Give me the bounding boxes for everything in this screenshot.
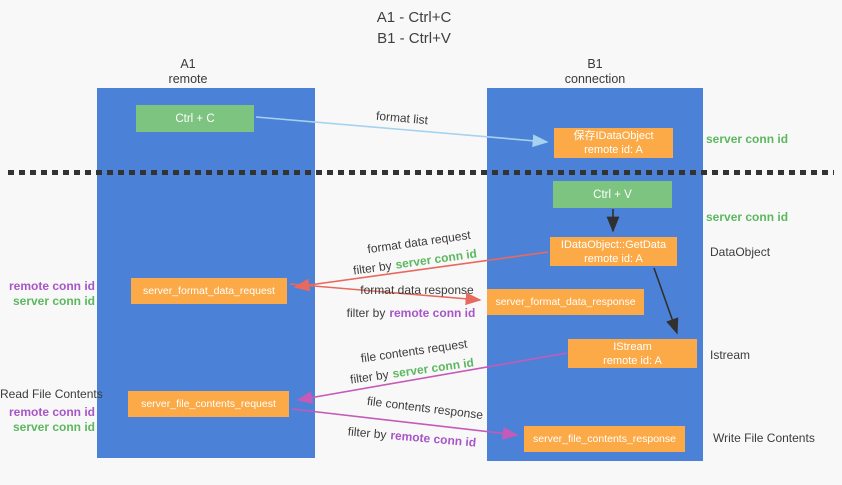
remote-conn-id-text: remote conn id [389, 306, 476, 320]
lane-b-header: B1 connection [545, 57, 645, 87]
node-ctrl-v: Ctrl + V [553, 181, 672, 208]
left-server-conn-id-bottom: server conn id [12, 420, 95, 434]
node-save-idataobject-line1: 保存IDataObject [573, 130, 654, 142]
node-ctrl-v-label: Ctrl + V [593, 188, 632, 201]
node-ctrl-c-label: Ctrl + C [175, 112, 215, 125]
right-server-conn-id-top: server conn id [706, 132, 789, 146]
diagram-title: A1 - Ctrl+C B1 - Ctrl+V [314, 7, 514, 49]
node-server-format-data-request: server_format_data_request [131, 278, 287, 304]
node-getdata-line2: remote id: A [584, 252, 643, 265]
lane-b-role: connection [564, 72, 626, 86]
node-istream-line1: IStream [613, 340, 652, 353]
left-server-conn-id-top: server conn id [12, 294, 95, 308]
node-server-format-data-response: server_format_data_response [487, 289, 644, 315]
right-server-conn-id-mid: server conn id [706, 210, 789, 224]
left-remote-conn-id-bottom: remote conn id [8, 405, 95, 419]
lane-a-name: A1 [180, 57, 196, 71]
node-format-request-label: server_format_data_request [143, 285, 275, 297]
lane-a-role: remote [168, 72, 208, 86]
lane-b-name: B1 [587, 57, 603, 71]
format-list-arrow [255, 116, 549, 148]
node-istream: IStream remote id: A [568, 339, 697, 368]
write-file-contents-label: Write File Contents [713, 431, 815, 445]
node-file-response-label: server_file_contents_response [532, 433, 676, 445]
node-file-request-label: server_file_contents_request [141, 398, 276, 410]
node-save-idataobject-line2: remote id: A [584, 144, 643, 156]
file-contents-request-arrow [296, 352, 568, 404]
file-contents-response-arrow [291, 408, 519, 440]
format-data-response-arrow [289, 283, 482, 306]
left-remote-conn-id-top: remote conn id [8, 279, 95, 293]
node-ctrl-c: Ctrl + C [136, 105, 254, 132]
node-getdata-line1: IDataObject::GetData [560, 238, 667, 251]
format-data-request-arrow [293, 251, 549, 292]
format-data-response-label: format data response [360, 283, 474, 297]
istream-label: Istream [710, 348, 751, 362]
lane-a-header: A1 remote [138, 57, 238, 87]
getdata-to-istream-arrow [653, 267, 679, 335]
node-server-file-contents-response: server_file_contents_response [524, 426, 685, 452]
node-save-idataobject: 保存IDataObject remote id: A [554, 128, 673, 158]
filter-by-text: filter by [346, 306, 386, 320]
dataobject-label: DataObject [710, 245, 771, 259]
node-istream-line2: remote id: A [603, 354, 662, 367]
read-file-contents-label: Read File Contents [0, 387, 103, 401]
title-line-1: A1 - Ctrl+C [376, 9, 452, 26]
node-format-response-label: server_format_data_response [495, 296, 636, 308]
title-line-2: B1 - Ctrl+V [377, 30, 451, 47]
node-idataobject-getdata: IDataObject::GetData remote id: A [550, 237, 677, 266]
node-server-file-contents-request: server_file_contents_request [128, 391, 289, 417]
session-divider-dotted-line [8, 170, 834, 175]
